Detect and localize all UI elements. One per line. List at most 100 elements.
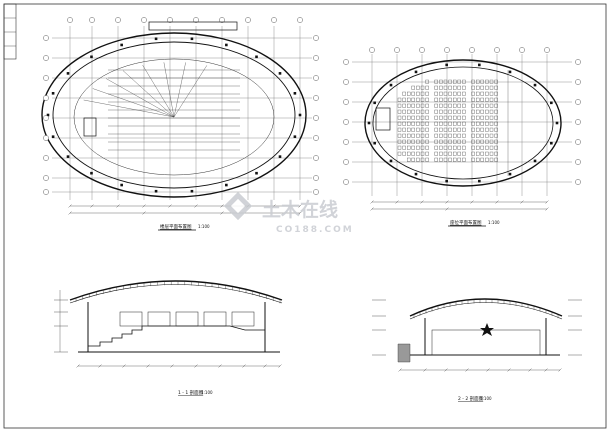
seat	[489, 133, 494, 138]
plan-left-title: 楼层平面布置图	[160, 223, 192, 230]
dimension-tick	[298, 211, 302, 215]
column	[508, 70, 512, 74]
seat	[480, 115, 484, 120]
column	[445, 63, 448, 67]
seat	[425, 121, 429, 126]
seat	[476, 121, 480, 126]
seat	[448, 121, 452, 126]
seat	[443, 145, 448, 150]
column	[373, 141, 376, 145]
seat	[453, 133, 457, 138]
column	[190, 37, 194, 41]
plan-left-dims	[68, 204, 302, 215]
seat	[489, 139, 494, 144]
plan-right-title: 座位平面布置图	[450, 219, 482, 226]
seat	[448, 151, 452, 156]
seat	[457, 91, 461, 96]
seat	[485, 133, 489, 138]
column	[373, 101, 376, 105]
seat	[453, 157, 457, 162]
seat	[489, 121, 494, 126]
axis-bubble	[343, 99, 349, 105]
axis-bubble	[544, 47, 550, 53]
seat	[457, 85, 461, 90]
seat	[489, 127, 494, 132]
seat	[457, 97, 461, 102]
seat	[434, 133, 438, 138]
seat	[485, 127, 489, 132]
seat	[476, 91, 480, 96]
seat	[443, 139, 448, 144]
dimension-tick	[116, 204, 120, 208]
dimension-tick	[142, 204, 146, 208]
column	[555, 121, 559, 125]
seat	[462, 151, 466, 156]
seat	[457, 127, 461, 132]
column	[255, 171, 258, 175]
seat	[425, 109, 429, 114]
seat	[453, 97, 457, 102]
dimension-tick	[486, 368, 490, 372]
seat	[402, 133, 406, 138]
seat	[485, 121, 489, 126]
seat	[480, 121, 484, 126]
seat	[462, 103, 466, 108]
column	[508, 172, 512, 176]
seat	[402, 127, 406, 132]
seat	[494, 85, 498, 90]
seat	[434, 121, 438, 126]
seat	[471, 151, 475, 156]
column	[120, 183, 123, 187]
seat	[416, 151, 420, 156]
seat	[448, 145, 452, 150]
axis-bubble	[575, 99, 581, 105]
seat	[494, 115, 498, 120]
seat	[471, 109, 475, 114]
axis-bubble	[343, 119, 349, 125]
seat	[416, 85, 420, 90]
axis-bubble	[271, 17, 277, 23]
seat	[439, 151, 443, 156]
dimension-tick	[558, 368, 562, 372]
seat	[462, 97, 466, 102]
seat	[416, 115, 420, 120]
column	[51, 92, 55, 95]
seat	[420, 115, 425, 120]
axis-bubble	[313, 135, 319, 141]
seat	[411, 91, 415, 96]
column	[46, 113, 50, 117]
axis-bubble	[343, 79, 349, 85]
seat	[397, 145, 402, 150]
seat	[420, 139, 425, 144]
sheet-border	[3, 3, 607, 429]
column	[278, 155, 282, 158]
column	[293, 92, 297, 95]
seat	[416, 121, 420, 126]
axis-bubble	[43, 55, 49, 61]
seat	[476, 115, 480, 120]
seat	[453, 91, 457, 96]
seat	[494, 151, 498, 156]
axis-bubble	[343, 159, 349, 165]
section-right-ground-hatch	[397, 343, 411, 363]
seat	[397, 151, 402, 156]
seat	[411, 157, 415, 162]
radial-line	[122, 70, 175, 118]
seat	[471, 145, 475, 150]
plan-left: 楼层平面布置图 1:100	[41, 17, 319, 231]
seat	[494, 145, 498, 150]
axis-bubble	[43, 135, 49, 141]
seat	[397, 109, 402, 114]
seat	[471, 85, 475, 90]
watermark-brand: 土木在线	[262, 198, 338, 221]
seat	[407, 151, 411, 156]
dimension-tick	[370, 200, 374, 204]
plan-left-scale: 1:100	[198, 224, 210, 229]
seat	[411, 121, 415, 126]
seat	[434, 145, 438, 150]
column	[190, 189, 194, 193]
column	[389, 159, 393, 163]
plan-left-inner-ellipse	[52, 41, 296, 189]
plan-right-entry	[375, 107, 391, 131]
section-left-title: 1 - 1 剖面图	[178, 389, 204, 396]
